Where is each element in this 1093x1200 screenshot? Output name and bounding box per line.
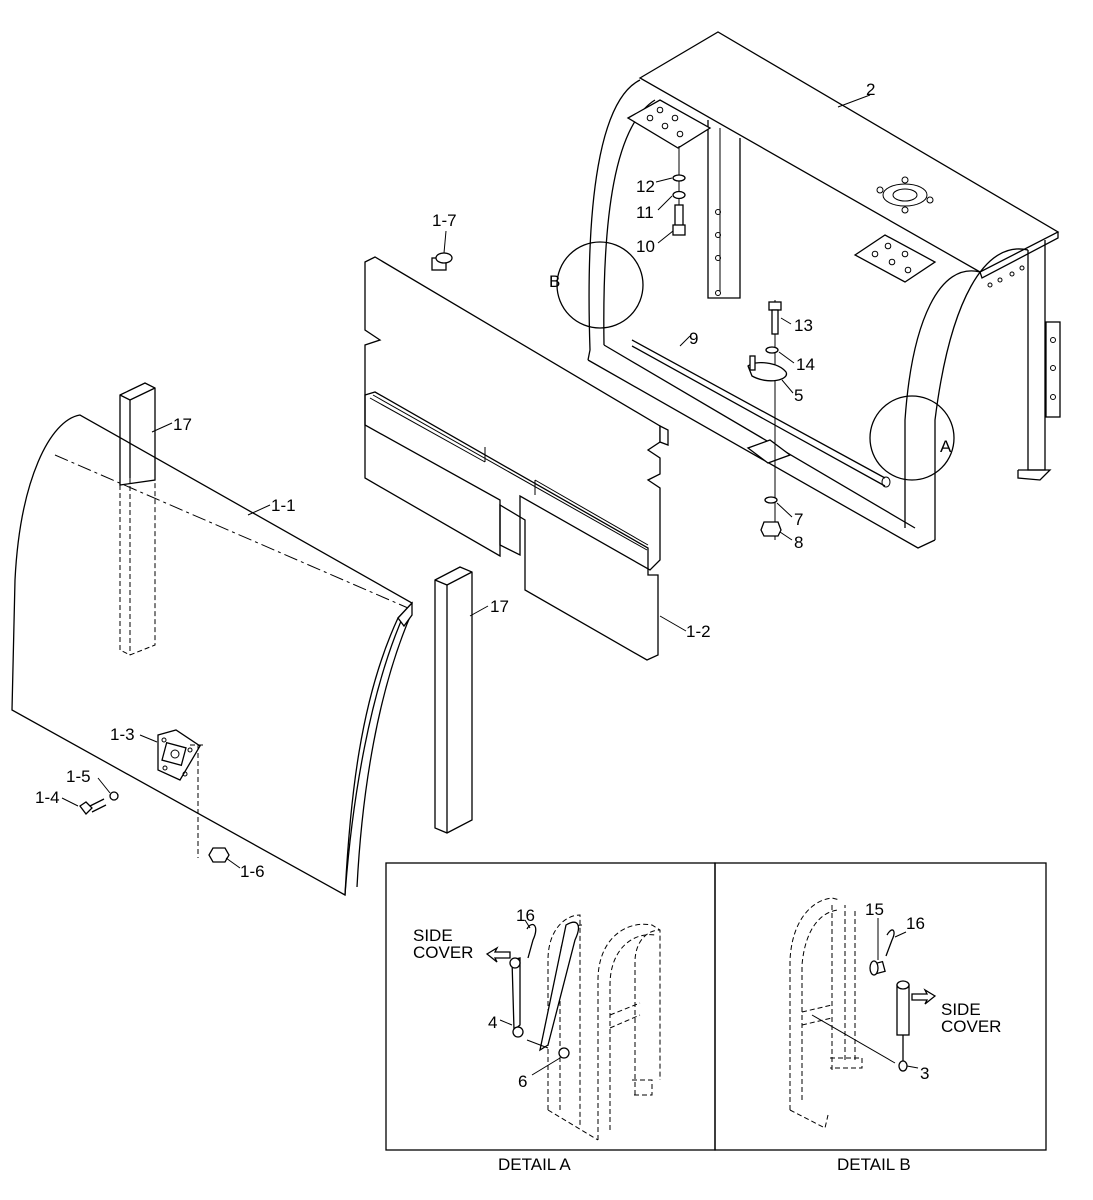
bolt-stack-right [747, 300, 787, 540]
callout-7: 7 [794, 510, 803, 529]
detail-a-caption: DETAIL A [498, 1155, 571, 1174]
callout-10: 10 [636, 237, 655, 256]
plug-fitting [431, 252, 453, 271]
callout-11: 11 [636, 203, 654, 222]
seal-strip-right [434, 566, 473, 834]
callout-1-5: 1-5 [66, 767, 91, 786]
callout-labels: 2 1-7 B 12 11 10 13 9 14 5 A 7 8 17 1-1 … [35, 80, 952, 881]
detail-b-box: 15 16 SIDE COVER 3 DETAIL B [714, 862, 1047, 1174]
callout-1-1: 1-1 [271, 496, 296, 515]
insulation-panel [364, 256, 669, 661]
detail-b-callout-3: 3 [920, 1064, 929, 1083]
callout-13: 13 [794, 316, 813, 335]
callout-detail-b-marker: B [549, 272, 560, 291]
callout-17-right: 17 [490, 597, 509, 616]
callout-17-left: 17 [173, 415, 192, 434]
callout-5: 5 [794, 386, 803, 405]
callout-14: 14 [796, 355, 815, 374]
detail-b-callout-16: 16 [906, 914, 925, 933]
detail-a-callout-4: 4 [488, 1013, 497, 1032]
detail-b-caption: DETAIL B [837, 1155, 911, 1174]
callout-9: 9 [689, 329, 698, 348]
callout-2: 2 [866, 80, 875, 99]
detail-a-callout-16: 16 [516, 906, 535, 925]
callout-1-2: 1-2 [686, 622, 711, 641]
callout-detail-a-marker: A [940, 437, 952, 456]
callout-1-7: 1-7 [432, 211, 457, 230]
callout-8: 8 [794, 533, 803, 552]
detail-b-callout-15: 15 [865, 900, 884, 919]
frame-assembly [556, 31, 1061, 549]
callout-1-4: 1-4 [35, 788, 60, 807]
side-cover-panel [11, 414, 414, 897]
detail-a-box: 16 SIDE COVER 4 6 DETAIL A [385, 862, 716, 1174]
leader-lines [61, 94, 871, 869]
callout-1-6: 1-6 [240, 862, 265, 881]
detail-b-side-label: SIDE [941, 1000, 981, 1019]
seal-strip-left [119, 382, 156, 656]
detail-a-side-label: SIDE [413, 926, 453, 945]
detail-a-callout-6: 6 [518, 1072, 527, 1091]
callout-1-3: 1-3 [110, 725, 135, 744]
detail-b-cover-label: COVER [941, 1017, 1001, 1036]
bolt-stack-left [672, 146, 686, 236]
detail-a-cover-label: COVER [413, 943, 473, 962]
callout-12: 12 [636, 177, 655, 196]
